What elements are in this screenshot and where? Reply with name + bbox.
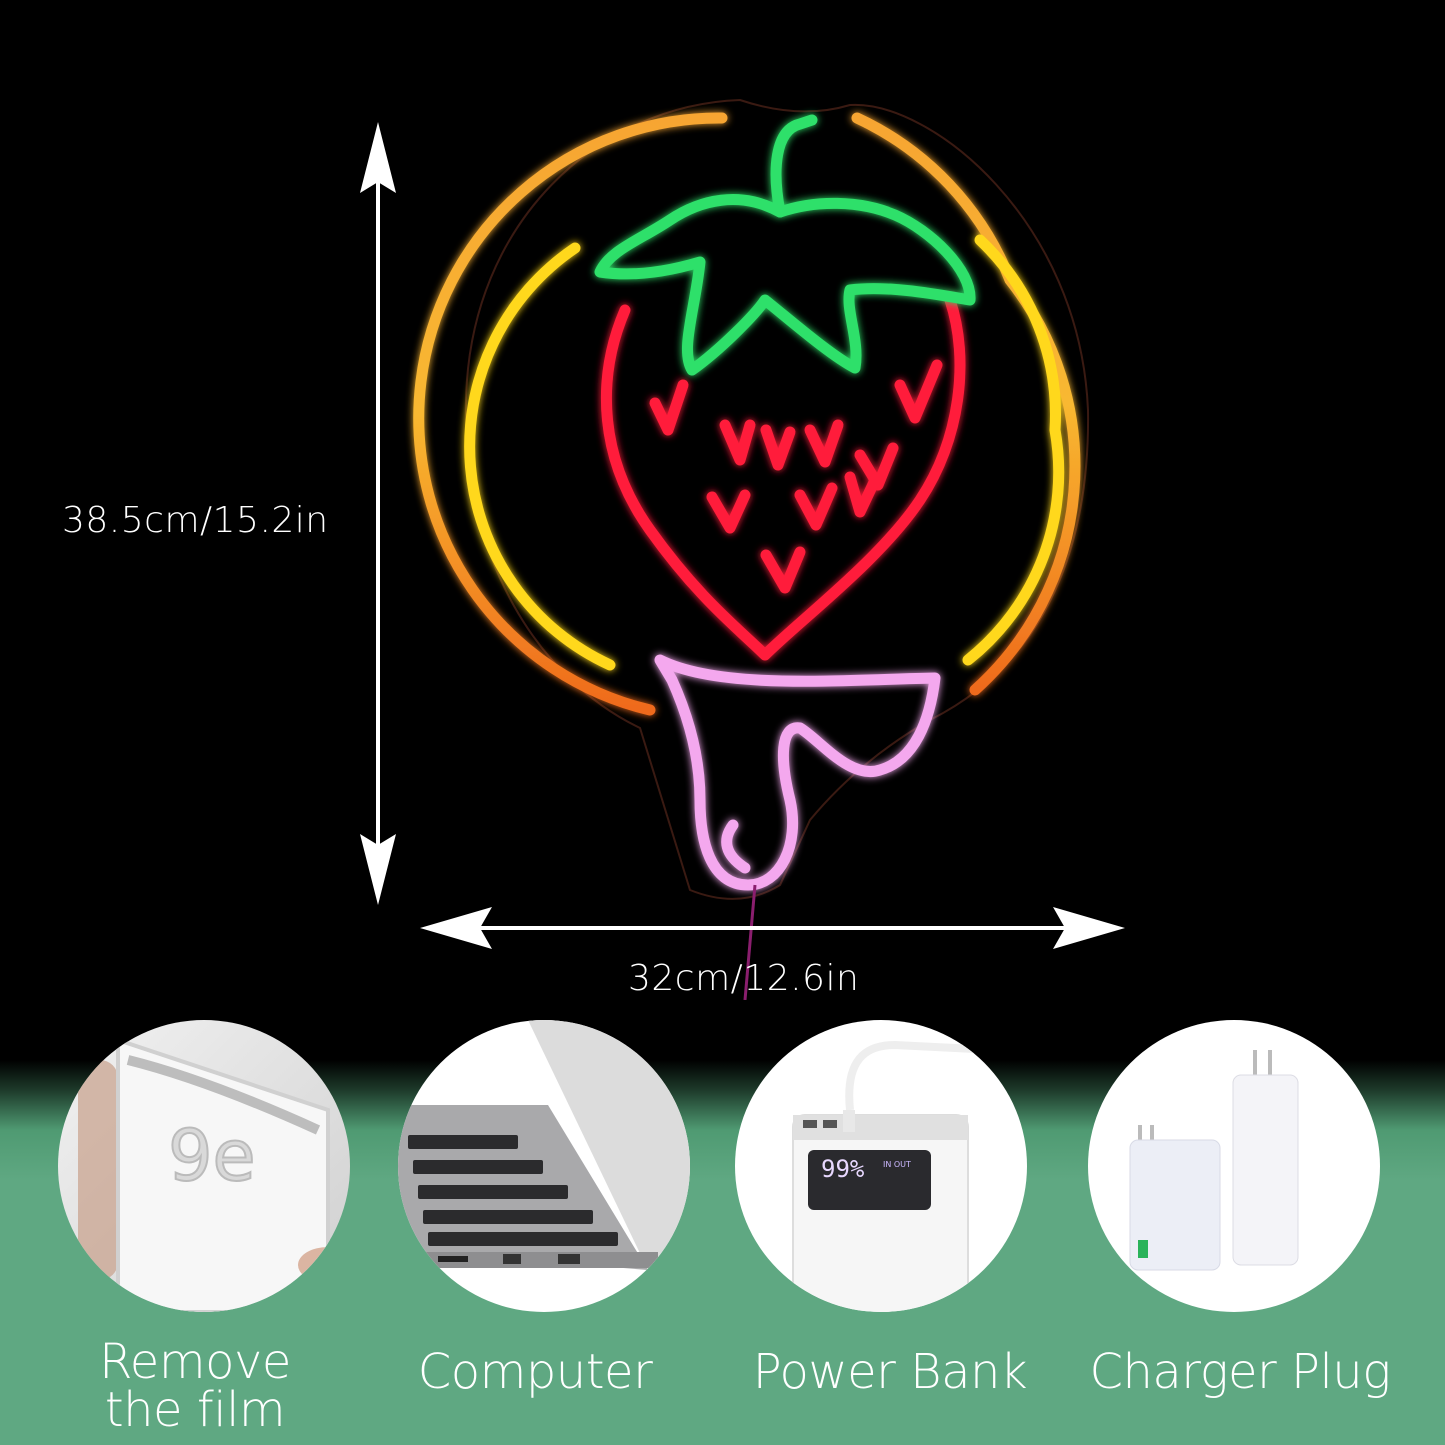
caption-charger-plug: Charger Plug <box>1089 1344 1391 1400</box>
drip-highlight <box>721 819 751 874</box>
power-bank-display-sub: IN OUT <box>883 1160 911 1169</box>
chocolate-drip <box>654 654 941 891</box>
remove-film-image: 9e <box>58 1020 350 1312</box>
strawberry-seed <box>804 419 844 468</box>
strawberry-leaves <box>594 194 976 376</box>
strawberry-seed <box>719 419 756 466</box>
power-cable <box>743 884 757 1000</box>
strawberry-seed <box>844 471 882 518</box>
strawberry-seed <box>760 424 796 471</box>
caption-remove-film-line1: Remove <box>99 1334 291 1390</box>
height-dimension-arrow <box>360 122 396 905</box>
outer-ring-left-arc <box>413 112 728 716</box>
width-dimension-arrow <box>420 907 1125 949</box>
svg-text:9e: 9e <box>168 1115 256 1197</box>
computer-image <box>398 1020 690 1312</box>
strawberry-body <box>601 294 966 661</box>
acrylic-backboard-outline <box>464 98 1090 900</box>
power-bank-display-value: 99% <box>821 1155 865 1183</box>
height-dimension-label: 38.5cm/15.2in <box>62 500 329 541</box>
caption-remove-film: Remove the film <box>70 1338 320 1434</box>
caption-computer: Computer <box>417 1344 653 1400</box>
caption-remove-film-line2: the film <box>104 1382 286 1438</box>
strawberry-seed <box>760 546 806 594</box>
strawberry-seed <box>794 482 838 531</box>
charger-plug-icon <box>1129 1050 1299 1271</box>
outer-ring-right-arc <box>851 112 1081 696</box>
neon-strawberry-sign <box>360 98 1125 1000</box>
inner-ring-right-arc <box>962 234 1065 666</box>
caption-power-bank: Power Bank <box>752 1344 1028 1400</box>
strawberry-seed <box>649 379 689 436</box>
width-dimension-label: 32cm/12.6in <box>628 958 860 999</box>
strawberry-seed <box>894 359 943 424</box>
laptop-icon <box>398 1020 690 1280</box>
charger-plug-image <box>1088 1020 1380 1312</box>
strawberry-stem <box>770 114 818 218</box>
acrylic-film-icon: 9e <box>78 1037 350 1312</box>
power-bank-icon <box>792 1040 996 1312</box>
inner-ring-left-arc <box>464 242 616 671</box>
strawberry-seed <box>706 489 751 534</box>
power-bank-image: 99% IN OUT <box>735 1020 1027 1312</box>
